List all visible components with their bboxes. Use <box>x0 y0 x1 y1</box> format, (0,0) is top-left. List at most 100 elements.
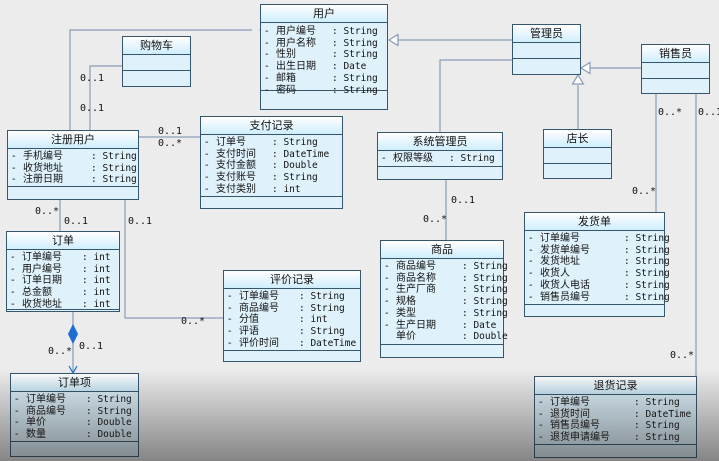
attribute-row: -单价 : Double <box>11 417 138 429</box>
attribute-section: -订单编号: String-商品编号: String-分值: int-评语: S… <box>224 289 360 351</box>
visibility-marker: - <box>228 302 232 314</box>
attribute-name: 订单号 <box>216 137 246 148</box>
attribute-type: : String <box>462 272 508 284</box>
attribute-row: -手机编号: String <box>8 151 138 163</box>
attribute-name: 单价 <box>26 417 46 429</box>
operation-section <box>544 164 611 178</box>
class-registered-user[interactable]: 注册用户 -手机编号: String-收货地址: String-注册日期: St… <box>7 130 139 200</box>
attribute-row: -数量: Double <box>11 429 138 441</box>
attribute-row: -退货申请编号: String <box>535 432 696 444</box>
attribute-name: 生产厂商 <box>396 284 436 296</box>
attribute-row: -支付类别: int <box>201 184 342 196</box>
class-title: 发货单 <box>525 213 664 231</box>
visibility-marker: - <box>205 148 209 160</box>
operation-section <box>535 445 696 457</box>
class-title: 购物车 <box>123 37 190 55</box>
class-title: 店长 <box>544 130 611 148</box>
attribute-row: -销售员编号: String <box>535 420 696 432</box>
class-cart[interactable]: 购物车 <box>122 36 191 87</box>
attribute-row: -订单编号: int <box>7 252 119 264</box>
visibility-marker: - <box>265 84 269 96</box>
attribute-type: : String <box>624 279 670 291</box>
class-admin[interactable]: 管理员 <box>512 24 581 75</box>
attribute-name: 生产日期 <box>396 319 436 331</box>
visibility-marker: - <box>205 160 209 172</box>
visibility-marker: - <box>539 408 543 420</box>
visibility-marker: - <box>11 275 15 287</box>
visibility-marker: - <box>385 307 389 319</box>
attribute-name: 类型 <box>396 307 416 319</box>
class-store-manager[interactable]: 店长 <box>543 129 612 179</box>
class-payment-record[interactable]: 支付记录 -订单号: String-支付时间: DateTime-支付金额: D… <box>200 116 343 209</box>
class-return-record[interactable]: 退货记录 -订单编号: String-退货时间: DateTime-销售员编号:… <box>534 376 697 458</box>
visibility-marker: - <box>15 417 19 429</box>
class-title: 订单 <box>7 232 119 250</box>
attribute-name: 用户名称 <box>276 37 316 49</box>
attribute-type: : String <box>624 244 670 256</box>
class-title: 订单项 <box>11 374 138 392</box>
multiplicity-orderitem-right: 0..1 <box>79 341 104 352</box>
multiplicity-payment-lower: 0..* <box>158 138 183 149</box>
attribute-name: 收货地址 <box>23 162 63 174</box>
visibility-marker: - <box>228 326 232 338</box>
visibility-marker: - <box>529 244 533 256</box>
class-system-admin[interactable]: 系统管理员 -权限等级: String <box>377 132 503 180</box>
visibility-marker: - <box>529 291 533 303</box>
attribute-name: 支付类别 <box>216 183 256 195</box>
attribute-row: -发货地址: String <box>525 256 670 268</box>
operation-section <box>642 79 709 93</box>
class-seller[interactable]: 销售员 <box>641 44 710 94</box>
attribute-row: -订单编号: String <box>11 394 138 406</box>
class-title: 系统管理员 <box>378 133 502 151</box>
attribute-type: : Double <box>462 331 508 343</box>
attribute-row: -订单日期: int <box>7 275 119 287</box>
multiplicity-orderitem-left: 0..* <box>48 346 73 357</box>
class-product[interactable]: 商品 -商品编号: String-商品名称: String-生产厂商: Stri… <box>380 240 508 358</box>
visibility-marker: - <box>529 256 533 268</box>
attribute-row: -收货人: String <box>525 268 670 280</box>
attribute-name: 销售员编号 <box>550 420 600 432</box>
attribute-type: : String <box>332 49 378 61</box>
visibility-marker: - <box>15 394 19 405</box>
attribute-row: -发货单编号: String <box>525 244 670 257</box>
multiplicity-reguser-review-upper: 0..1 <box>128 216 153 227</box>
visibility-marker: - <box>385 284 389 296</box>
attribute-name: 支付时间 <box>216 148 256 160</box>
multiplicity-seller-ship-lower: 0..* <box>632 186 657 197</box>
visibility-marker <box>385 331 396 343</box>
attribute-type: : int <box>82 263 111 275</box>
class-order-item[interactable]: 订单项 -订单编号: String-商品编号: String-单价: Doubl… <box>10 373 139 457</box>
class-user[interactable]: 用户 -用户编号: String-用户名称: String-性别: String… <box>260 4 388 110</box>
attribute-type: : String <box>634 432 680 444</box>
attribute-name: 订单编号 <box>540 233 580 244</box>
attribute-row: -性别: String <box>261 49 387 61</box>
attribute-type: : Double <box>86 417 132 429</box>
attribute-section: -订单编号: String-发货单编号: String-发货地址: String… <box>525 231 670 305</box>
operation-section <box>378 167 502 179</box>
association-reguser-review <box>124 200 223 319</box>
operation-section <box>381 345 503 357</box>
attribute-type: : String <box>332 26 378 37</box>
attribute-type: : String <box>332 72 378 84</box>
attribute-section <box>544 148 611 164</box>
class-order[interactable]: 订单 -订单编号: int-用户编号: int-订单日期: int-总金额: i… <box>6 231 120 312</box>
attribute-name: 退货时间 <box>550 408 590 420</box>
attribute-name: 邮箱 <box>276 72 296 84</box>
visibility-marker: - <box>11 298 15 310</box>
attribute-name: 单价 <box>396 331 416 343</box>
class-review-record[interactable]: 评价记录 -订单编号: String-商品编号: String-分值: int-… <box>223 270 361 362</box>
operation-section <box>11 442 138 456</box>
class-shipping-order[interactable]: 发货单 -订单编号: String-发货单编号: String-发货地址: St… <box>524 212 670 317</box>
attribute-row: -订单号: String <box>201 137 342 149</box>
visibility-marker: - <box>385 296 389 308</box>
generalization-arrow-admin-user <box>387 33 399 47</box>
multiplicity-reguser-order-right: 0..1 <box>64 216 89 227</box>
attribute-row: 单价 : Double <box>381 331 508 343</box>
attribute-type: : int <box>272 183 301 195</box>
attribute-row: -支付金额: Double <box>201 160 342 172</box>
attribute-section: -订单号: String-支付时间: DateTime-支付金额: Double… <box>201 135 342 197</box>
attribute-type: : String <box>449 153 495 164</box>
attribute-type: : String <box>634 420 680 432</box>
attribute-name: 商品编号 <box>26 405 66 417</box>
attribute-type: : Date <box>462 319 497 331</box>
